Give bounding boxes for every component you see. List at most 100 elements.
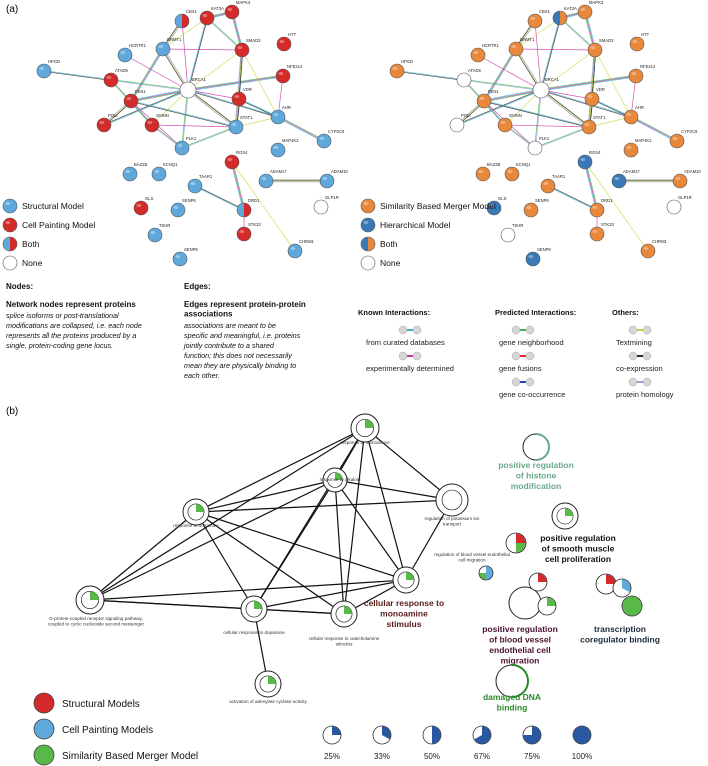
nodes-heading: Nodes: <box>6 282 33 291</box>
left-net-edge <box>130 89 189 102</box>
interaction-group-title: Others: <box>612 308 639 317</box>
right-net-edge <box>504 124 590 128</box>
left-net-node-drd1-right <box>244 203 251 217</box>
right-net-edge <box>535 90 542 149</box>
left-net-edge <box>130 101 236 128</box>
left-net-node-senp8-shine <box>175 255 181 259</box>
left-net-node-smad3-disc <box>234 42 250 58</box>
edges-text-line: associations are meant to be <box>184 321 276 330</box>
legend-swatch-orange <box>360 198 376 214</box>
pie-key-label: 50% <box>424 752 440 761</box>
left-net-edge <box>182 127 237 149</box>
right-net-gene-label: CYP2C9 <box>681 129 698 134</box>
left-net-gene-label: KAT2A <box>211 6 224 11</box>
right-net-node-ahr-shine <box>626 113 632 117</box>
right-net-node-fen1-disc <box>476 93 492 109</box>
left-net-node-cbx1-outline <box>174 13 190 29</box>
left-net-node-drd1-left <box>237 203 244 217</box>
left-net-edge <box>104 90 189 126</box>
left-net-node-baz2b <box>122 166 138 182</box>
left-net-node-baz2b-disc <box>122 166 138 182</box>
go-term-node <box>322 467 348 493</box>
go-big-term-line: positive regulation <box>482 624 558 634</box>
go-term-node-slice <box>406 571 415 580</box>
right-net-node-stk33-shine <box>592 230 598 234</box>
go-big-term-line: positive regulation <box>498 460 574 470</box>
left-net-node-drd1 <box>236 202 252 218</box>
go-term-label-line: cell migration <box>458 558 486 563</box>
left-net-edge <box>182 90 189 149</box>
right-net-gene-label: BRCA1 <box>545 77 560 82</box>
left-net-gene-label: HCRTR1 <box>129 43 147 48</box>
right-net-gene-label: RGS4 <box>589 150 601 155</box>
legend-label: Both <box>22 239 40 249</box>
right-net-node-cbx1-disc <box>527 13 543 29</box>
legend-label: Hierarchical Model <box>380 220 450 230</box>
go-edge <box>89 427 366 601</box>
go-term-label: response to monoamine <box>340 440 390 445</box>
left-net-node-mapk3-shine <box>227 8 233 12</box>
legend-swatch-red <box>2 217 18 233</box>
right-net-node-nfe2l2-disc <box>628 68 644 84</box>
right-net-node-mapk3-shine <box>580 8 586 12</box>
left-net-edge <box>151 124 237 128</box>
right-net-node-adam10 <box>672 173 688 189</box>
left-net-edge <box>187 74 283 90</box>
left-net-gene-label: ADAM10 <box>331 169 348 174</box>
left-net-node-senp6 <box>170 202 186 218</box>
legend-swatch-both_rb-outline <box>2 236 18 252</box>
left-net-gene-label: VDR <box>243 87 252 92</box>
go-term-nodes <box>75 413 469 698</box>
legend-swatch-none <box>2 255 18 271</box>
right-net-edge <box>541 18 561 91</box>
right-net-node-drd1 <box>589 202 605 218</box>
left-net-node-tshr <box>147 227 163 243</box>
go-mini-pie-slice <box>479 573 486 580</box>
go-edge <box>89 511 197 601</box>
left-net-node-rgs4-disc <box>224 154 240 170</box>
left-net-node-plk1-shine <box>177 144 183 148</box>
left-net-edge <box>187 49 243 91</box>
right-net-node-map4k2-shine <box>626 146 632 150</box>
right-net-edge <box>588 49 596 128</box>
left-net-node-map4k2 <box>270 142 286 158</box>
right-net-edge <box>483 101 589 128</box>
go-mini-pie-slice <box>516 533 526 543</box>
go-edge <box>364 427 407 581</box>
right-net-node-kat2a-left <box>553 11 560 25</box>
left-net-edge <box>162 48 243 51</box>
legend-swatch-none-disc <box>2 255 18 271</box>
interaction-label: gene fusions <box>499 364 542 373</box>
go-term-label: response to alkaloid <box>320 477 361 482</box>
interaction-label: experimentally determined <box>366 364 454 373</box>
go-term-label-line: response to alkaloid <box>320 477 361 482</box>
right-net-gene-label: KCNQ1 <box>516 162 531 167</box>
go-mini-pie-slice <box>606 574 616 584</box>
interaction-node-swatch <box>628 351 638 361</box>
left-net-node-stk33-disc <box>236 226 252 242</box>
go-mini-pie <box>537 596 557 616</box>
left-net-node-cbx1 <box>174 13 190 29</box>
left-net-gene-label: HTT <box>288 32 297 37</box>
right-net-gene-label: STK33 <box>601 222 614 227</box>
go-term-node-inner <box>441 489 463 511</box>
right-net-node-hpgd-shine <box>392 67 398 71</box>
right-net-gene-label: HPGD <box>401 59 413 64</box>
go-term-node <box>254 670 282 698</box>
right-net-node-hcrtr1-disc <box>470 47 486 63</box>
edges-description: Edges: Edges represent protein-proteinas… <box>183 282 306 380</box>
go-mini-pie-slice <box>538 573 547 582</box>
interaction-label: gene co-occurrence <box>499 390 565 399</box>
left-net-gene-label: TSHR <box>159 223 170 228</box>
left-net-edge <box>151 89 189 126</box>
left-net-node-kcnq1-shine <box>154 170 160 174</box>
left-net-node-taar1 <box>187 178 203 194</box>
go-big-node-ring <box>511 664 529 698</box>
right-net-gene-label: ADAM17 <box>623 169 640 174</box>
left-net-edge <box>130 48 164 102</box>
go-big-term-line: modification <box>511 481 562 491</box>
left-net-gene-label: CYP2C9 <box>328 129 345 134</box>
